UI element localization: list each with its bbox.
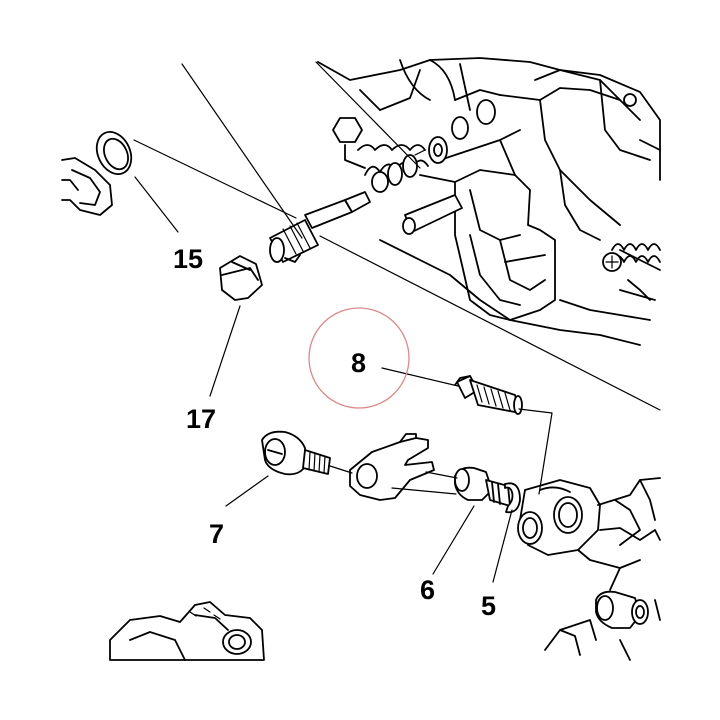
part-5-clip (504, 482, 521, 514)
callout-17: 17 (186, 404, 216, 434)
part-7-bolt (261, 430, 331, 476)
fork-plate (349, 433, 435, 501)
callout-7: 7 (209, 519, 224, 549)
upper-housing (317, 57, 661, 346)
o-ring (95, 131, 133, 175)
left-casting-fragment (61, 157, 113, 216)
top-spring-assembly (332, 99, 496, 193)
right-spring (602, 243, 661, 272)
lower-left-bracket (109, 601, 265, 661)
part-6-pin (454, 466, 511, 507)
highlight-circle (308, 307, 410, 409)
callout-6: 6 (420, 575, 435, 605)
lower-right-housing (517, 477, 661, 661)
part-17-cap (219, 255, 263, 301)
callout-5: 5 (481, 591, 496, 621)
callout-8: 8 (351, 348, 366, 378)
callout-15: 15 (173, 244, 203, 274)
leader-lines (133, 61, 661, 583)
threaded-pin-upper (269, 191, 371, 263)
part-8-pin (454, 375, 523, 415)
